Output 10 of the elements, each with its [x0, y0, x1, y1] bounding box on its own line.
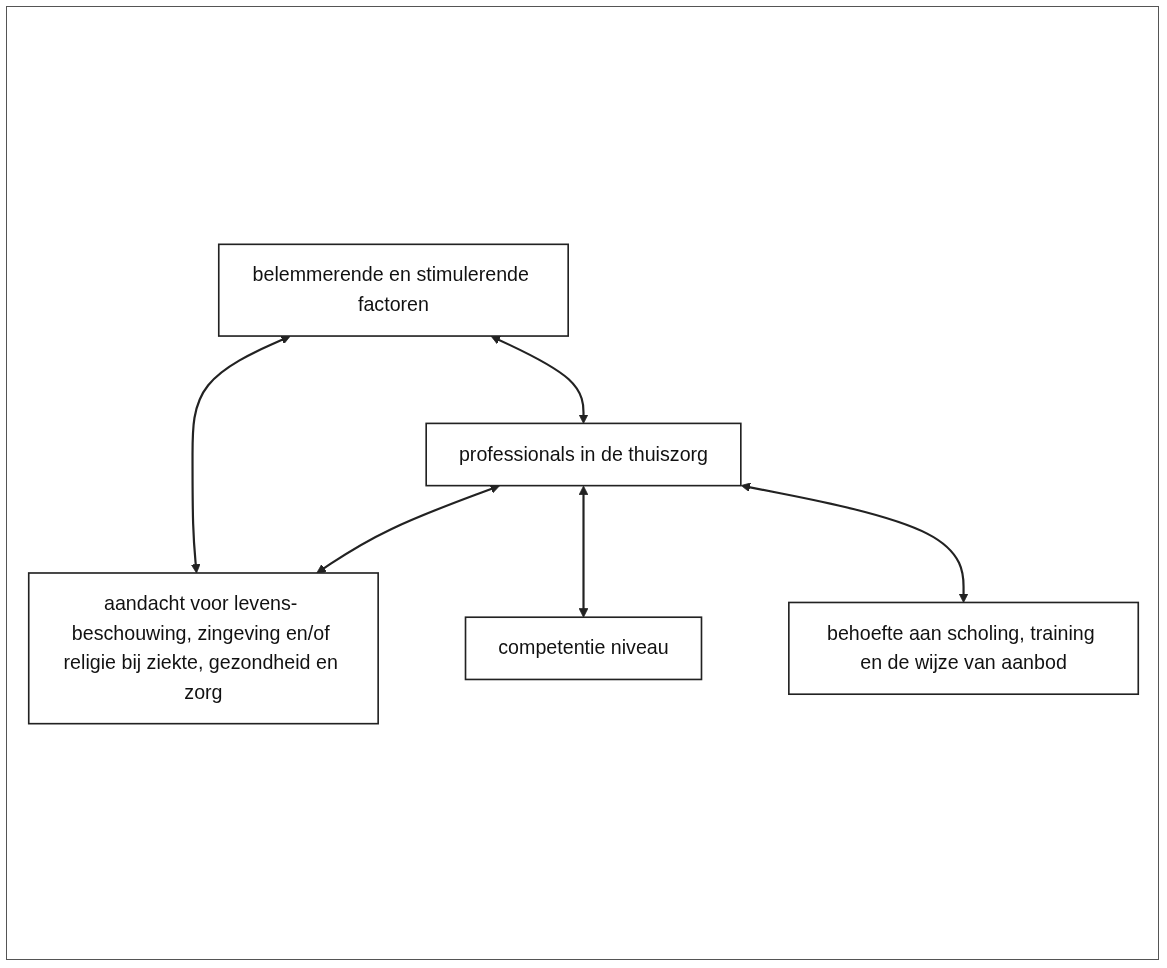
arrow — [578, 485, 589, 618]
arrow — [740, 482, 969, 603]
node-box: professionals in de thuiszorg — [425, 422, 742, 487]
node-box: behoefte aan scholing, training en de wijze van aanbod — [788, 601, 1140, 696]
arrow — [190, 335, 291, 574]
node-box: aandacht voor levens- beschouwing, zingeving en/of religie bij ziekte, gezondheid en zorg — [27, 572, 379, 725]
node-box: belemmerende en stimulerende factoren — [217, 243, 569, 337]
arrow — [490, 335, 589, 424]
arrow — [316, 484, 500, 574]
node-box: competentie niveau — [464, 616, 703, 681]
